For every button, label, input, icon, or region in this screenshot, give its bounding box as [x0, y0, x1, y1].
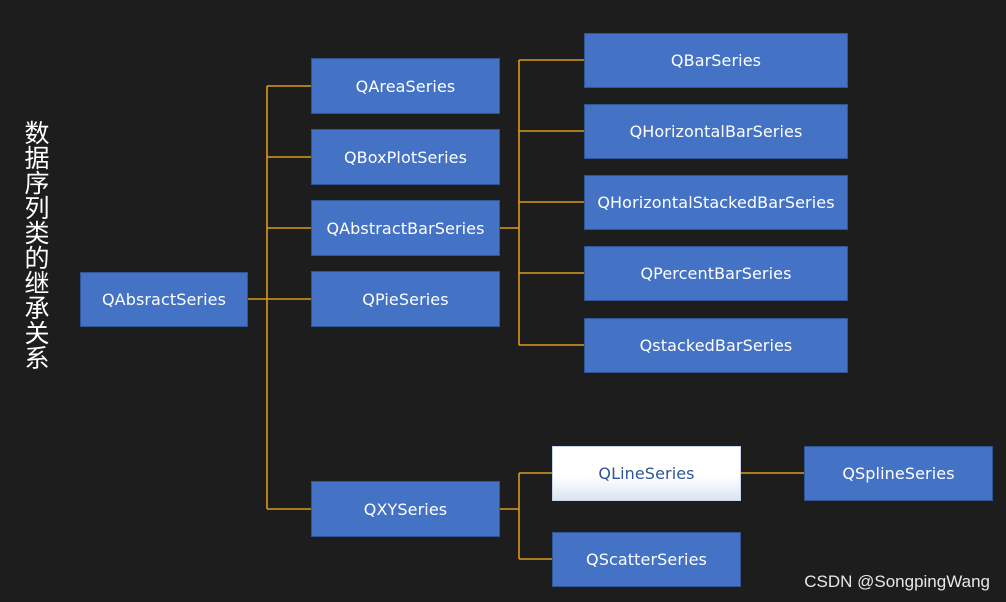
node-qabsractseries: QAbsractSeries [80, 272, 248, 327]
watermark: CSDN @SongpingWang [804, 572, 990, 591]
node-qscatterseries: QScatterSeries [552, 532, 741, 587]
node-qabstractbarseries: QAbstractBarSeries [311, 200, 500, 256]
node-qbarseries: QBarSeries [584, 33, 848, 88]
node-qhorizontalbarseries: QHorizontalBarSeries [584, 104, 848, 159]
node-qareaseries: QAreaSeries [311, 58, 500, 114]
node-qxyseries: QXYSeries [311, 481, 500, 537]
node-qpercentbarseries: QPercentBarSeries [584, 246, 848, 301]
node-qhorizontalstackedbarseries: QHorizontalStackedBarSeries [584, 175, 848, 230]
node-qstackedbarseries: QstackedBarSeries [584, 318, 848, 373]
node-qpieseries: QPieSeries [311, 271, 500, 327]
node-qlineseries: QLineSeries [552, 446, 741, 501]
node-qboxplotseries: QBoxPlotSeries [311, 129, 500, 185]
node-qsplineseries: QSplineSeries [804, 446, 993, 501]
diagram-title: 数据序列类的继承关系 [21, 120, 50, 370]
